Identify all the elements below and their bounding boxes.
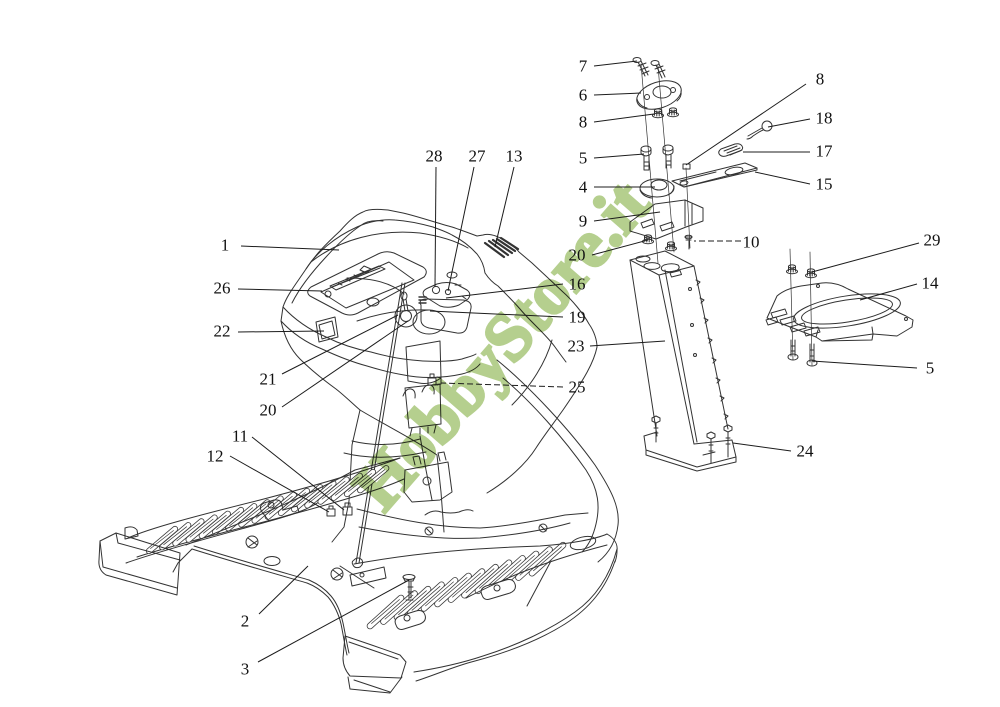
svg-text:6: 6	[579, 86, 588, 105]
svg-text:17: 17	[816, 142, 834, 161]
svg-text:19: 19	[569, 308, 586, 327]
svg-text:28: 28	[426, 147, 443, 166]
svg-text:11: 11	[232, 427, 248, 446]
svg-text:8: 8	[816, 70, 825, 89]
svg-text:14: 14	[922, 274, 940, 293]
svg-text:26: 26	[214, 279, 231, 298]
svg-text:20: 20	[569, 246, 586, 265]
svg-text:29: 29	[924, 231, 941, 250]
svg-text:5: 5	[926, 359, 935, 378]
svg-text:1: 1	[221, 236, 230, 255]
svg-text:3: 3	[241, 660, 250, 679]
svg-text:23: 23	[568, 337, 585, 356]
svg-text:18: 18	[816, 109, 833, 128]
svg-text:4: 4	[579, 178, 588, 197]
svg-text:8: 8	[579, 113, 588, 132]
svg-text:7: 7	[579, 57, 588, 76]
svg-text:25: 25	[569, 378, 586, 397]
svg-text:16: 16	[569, 275, 586, 294]
svg-text:22: 22	[214, 322, 231, 341]
svg-text:2: 2	[241, 612, 250, 631]
svg-text:10: 10	[743, 233, 760, 252]
svg-text:15: 15	[816, 175, 833, 194]
svg-text:27: 27	[469, 147, 487, 166]
svg-text:5: 5	[579, 149, 588, 168]
svg-text:12: 12	[207, 447, 224, 466]
svg-text:21: 21	[260, 370, 277, 389]
svg-text:13: 13	[506, 147, 523, 166]
svg-text:20: 20	[260, 401, 277, 420]
svg-text:24: 24	[797, 442, 815, 461]
svg-text:9: 9	[579, 212, 588, 231]
